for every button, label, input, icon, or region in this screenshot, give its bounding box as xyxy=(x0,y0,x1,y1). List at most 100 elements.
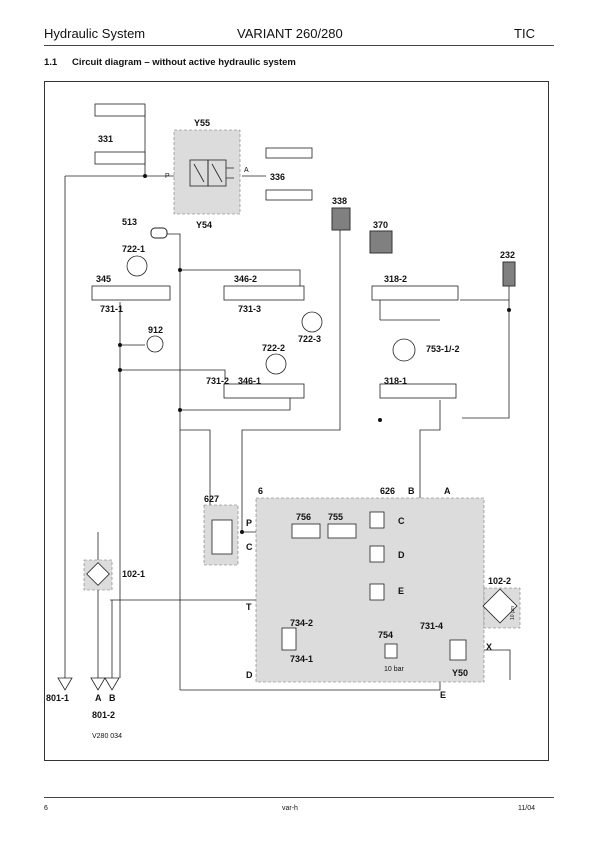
line-232 xyxy=(462,286,510,419)
valve-y50 xyxy=(449,639,467,661)
label-c-626: C xyxy=(398,516,405,526)
cylinder-331b xyxy=(94,151,146,165)
filter-102-2 xyxy=(482,588,518,624)
line-318-1 xyxy=(419,400,441,515)
line-513 xyxy=(165,233,181,690)
label-x-port: X xyxy=(486,642,492,652)
footer-date: 11/04 xyxy=(518,805,535,812)
label-338: 338 xyxy=(332,196,347,206)
footer-rule xyxy=(44,797,554,798)
cylinder-318-2 xyxy=(371,285,459,301)
section-title: Circuit diagram – without active hydraul… xyxy=(72,57,296,68)
label-753: 753-1/-2 xyxy=(426,344,460,354)
header-model: VARIANT 260/280 xyxy=(237,26,343,41)
label-345: 345 xyxy=(96,274,111,284)
label-e-port: E xyxy=(440,690,446,700)
valve-626-e xyxy=(369,583,385,601)
label-722-2: 722-2 xyxy=(262,343,285,353)
label-a-port: A xyxy=(244,167,249,174)
label-b-bottom: B xyxy=(109,693,116,703)
sensor-722-3 xyxy=(301,311,323,333)
label-754: 754 xyxy=(378,630,393,640)
valve-734 xyxy=(281,627,297,651)
cylinder-346-1 xyxy=(223,383,305,399)
junction-dot xyxy=(240,530,244,534)
cylinder-345 xyxy=(91,285,171,301)
label-318-1: 318-1 xyxy=(384,376,407,386)
tank-801-1 xyxy=(57,677,73,691)
cylinder-336b xyxy=(265,189,313,201)
label-755: 755 xyxy=(328,512,343,522)
footer-page-number: 6 xyxy=(44,805,48,812)
filter-102-1 xyxy=(86,562,110,586)
junction-dot xyxy=(507,308,511,312)
sensor-722-1 xyxy=(126,255,148,277)
header-title: Hydraulic System xyxy=(44,26,146,41)
cylinder-346-2 xyxy=(223,285,305,301)
valve-y55-area xyxy=(173,129,241,215)
label-102-1: 102-1 xyxy=(122,569,145,579)
component-338 xyxy=(331,207,351,231)
valve-626-d xyxy=(369,545,385,563)
label-y55: Y55 xyxy=(194,118,210,128)
label-626: 626 xyxy=(380,486,395,496)
label-336: 336 xyxy=(270,172,285,182)
label-722-1: 722-1 xyxy=(122,244,145,254)
label-734-1: 734-1 xyxy=(290,654,313,664)
label-t-port: T xyxy=(246,602,252,612)
label-722-3: 722-3 xyxy=(298,334,321,344)
section-heading: 1.1 Circuit diagram – without active hydr… xyxy=(44,57,296,68)
label-6: 6 xyxy=(258,486,263,496)
diagram-frame xyxy=(44,81,549,761)
section-number: 1.1 xyxy=(44,57,58,68)
valve-756 xyxy=(291,523,321,539)
label-731-2: 731-2 xyxy=(206,376,229,386)
label-912: 912 xyxy=(148,325,163,335)
label-d-port: D xyxy=(246,670,253,680)
label-y50: Y50 xyxy=(452,668,468,678)
valve-626-c xyxy=(369,511,385,529)
label-513: 513 xyxy=(122,217,137,227)
label-b-top: B xyxy=(408,486,415,496)
line-120-mid xyxy=(120,369,226,380)
gauge-912 xyxy=(146,335,164,353)
header-rule xyxy=(44,45,554,46)
label-346-2: 346-2 xyxy=(234,274,257,284)
label-731-3: 731-3 xyxy=(238,304,261,314)
component-370 xyxy=(369,230,393,254)
line-753 xyxy=(379,300,440,321)
label-p-port: P xyxy=(165,173,170,180)
label-801-2: 801-2 xyxy=(92,710,115,720)
label-346-1: 346-1 xyxy=(238,376,261,386)
cylinder-336a xyxy=(265,147,313,159)
sensor-753 xyxy=(392,338,416,362)
valve-754 xyxy=(384,643,398,659)
valve-755 xyxy=(327,523,357,539)
valve-627 xyxy=(211,519,233,555)
label-627: 627 xyxy=(204,494,219,504)
tank-801-2-a xyxy=(90,677,106,691)
line-180-mid xyxy=(180,398,291,411)
label-p-block: P xyxy=(246,518,252,528)
junction-dot xyxy=(118,343,122,347)
header-code: TIC xyxy=(514,26,535,41)
tank-801-2-b xyxy=(104,677,120,691)
junction-dot xyxy=(143,174,147,178)
line-to-627 xyxy=(180,429,211,510)
valve-y55-symbol xyxy=(189,159,234,187)
label-731-1: 731-1 xyxy=(100,304,123,314)
cylinder-318-1 xyxy=(379,383,457,399)
footer-doc-code: var-h xyxy=(282,805,298,812)
label-370: 370 xyxy=(373,220,388,230)
label-232: 232 xyxy=(500,250,515,260)
label-y54: Y54 xyxy=(196,220,212,230)
label-801-1: 801-1 xyxy=(46,693,69,703)
line-180-top xyxy=(180,269,301,290)
label-c-block: C xyxy=(246,542,253,552)
sensor-722-2 xyxy=(265,353,287,375)
label-e-626: E xyxy=(398,586,404,596)
label-10-bar: 10 bar xyxy=(384,666,405,673)
junction-dot xyxy=(378,418,382,422)
label-a-top: A xyxy=(444,486,451,496)
